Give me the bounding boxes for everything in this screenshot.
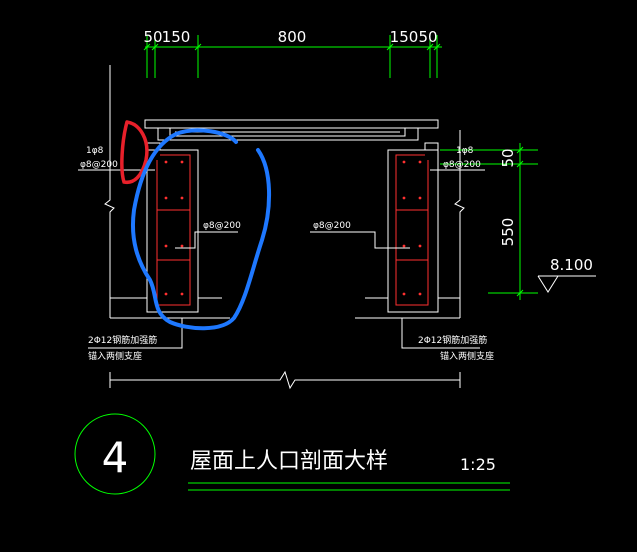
- right-vertical-dimensions: [440, 143, 538, 300]
- left-wall-rebar: [156, 154, 191, 306]
- right-top-label-2: φ8@200: [443, 160, 481, 170]
- title-underline: [188, 482, 510, 491]
- right-wall-rebar: [395, 154, 429, 306]
- detail-number: 4: [102, 433, 129, 482]
- drawing-title: 屋面上人口剖面大样: [190, 449, 388, 474]
- elevation-marker: [537, 275, 596, 293]
- blue-annotation-loop: [131, 128, 271, 331]
- dim-center-800: 800: [278, 28, 307, 46]
- dim-left-150: 150: [162, 28, 191, 46]
- right-parapet-wall: [355, 142, 460, 319]
- right-bottom-label-1: 2Φ12钢筋加强筋: [418, 334, 487, 346]
- dim-vert-50: 50: [499, 148, 517, 167]
- left-mid-label: φ8@200: [203, 221, 241, 231]
- dim-right-50: 50: [418, 28, 437, 46]
- right-mid-label: φ8@200: [313, 221, 351, 231]
- dim-right-150: 150: [390, 28, 419, 46]
- left-top-label-1: 1φ8: [86, 146, 104, 156]
- red-annotation-curve: [120, 120, 149, 185]
- right-rebar-dots: [402, 160, 422, 296]
- right-bottom-label-2: 锚入两侧支座: [440, 350, 494, 362]
- left-bottom-label-1: 2Φ12钢筋加强筋: [88, 334, 157, 346]
- detail-number-circle: [74, 413, 156, 495]
- right-top-label-1: 1φ8: [456, 146, 474, 156]
- elevation-label: 8.100: [550, 256, 593, 274]
- left-rebar-dots: [164, 160, 184, 296]
- bottom-break-line: [110, 370, 460, 390]
- drawing-scale: 1:25: [460, 455, 496, 474]
- left-bottom-label-2: 锚入两侧支座: [88, 350, 142, 362]
- top-dimension-chain: [143, 35, 442, 78]
- dim-vert-550: 550: [499, 218, 517, 247]
- bottom-break-ticks: [109, 372, 461, 388]
- left-parapet-wall: [110, 142, 230, 319]
- left-top-label-2: φ8@200: [80, 160, 118, 170]
- dim-left-50: 50: [143, 28, 162, 46]
- outer-wall-lines: [104, 65, 465, 318]
